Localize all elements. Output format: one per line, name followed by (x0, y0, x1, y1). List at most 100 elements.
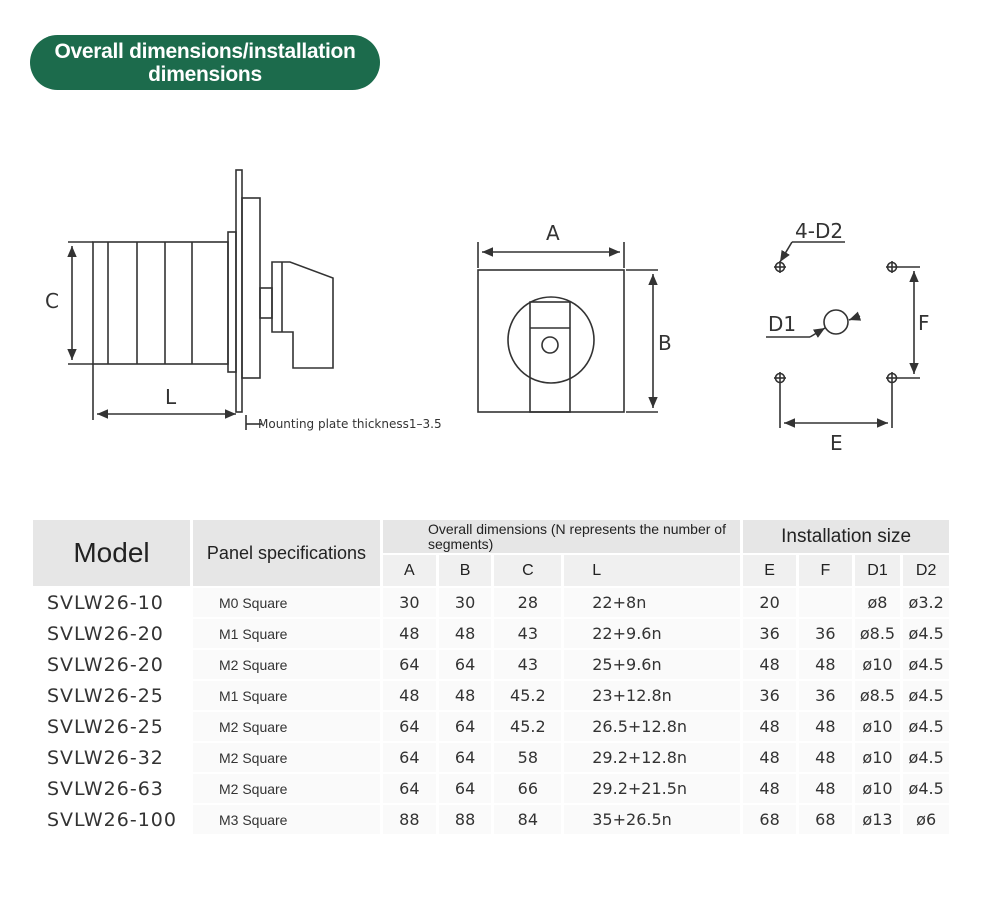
cell-c: 43 (494, 619, 562, 648)
dim-label-4-d2: 4-D2 (795, 219, 843, 243)
cell-l: 26.5+12.8n (564, 712, 741, 741)
col-header-b: B (438, 555, 492, 586)
cell-d2: ø4.5 (903, 712, 949, 741)
table-row: SVLW26-25 M1 Square 48 48 45.2 23+12.8n … (33, 681, 949, 710)
cell-f: 48 (798, 743, 852, 772)
cell-a: 64 (382, 774, 436, 803)
cell-e: 48 (743, 743, 796, 772)
dim-label-l: L (165, 385, 177, 409)
cell-panel: M1 Square (192, 619, 380, 648)
dim-label-a: A (546, 221, 560, 245)
cell-panel: M2 Square (192, 650, 380, 679)
cell-e: 20 (743, 588, 796, 617)
dimensions-table: Model Panel specifications Overall dimen… (30, 518, 952, 836)
cell-l: 35+26.5n (564, 805, 741, 834)
cell-model: SVLW26-100 (33, 805, 190, 834)
cell-d1: ø8 (854, 588, 901, 617)
cell-panel: M3 Square (192, 805, 380, 834)
cell-b: 64 (438, 650, 492, 679)
cell-c: 45.2 (494, 712, 562, 741)
cell-f: 48 (798, 774, 852, 803)
cell-l: 22+9.6n (564, 619, 741, 648)
cell-f: 68 (798, 805, 852, 834)
col-header-d2: D2 (903, 555, 949, 586)
cell-f (798, 588, 852, 617)
dim-label-c: C (45, 289, 59, 313)
cell-model: SVLW26-25 (33, 681, 190, 710)
dim-label-f: F (918, 311, 930, 335)
cell-c: 58 (494, 743, 562, 772)
cell-f: 36 (798, 681, 852, 710)
cell-f: 36 (798, 619, 852, 648)
cell-d1: ø13 (854, 805, 901, 834)
cell-b: 64 (438, 712, 492, 741)
cell-d1: ø10 (854, 743, 901, 772)
cell-d2: ø3.2 (903, 588, 949, 617)
header-overall-dimensions: Overall dimensions (N represents the num… (382, 520, 741, 553)
cell-panel: M2 Square (192, 774, 380, 803)
cell-e: 48 (743, 712, 796, 741)
cell-model: SVLW26-25 (33, 712, 190, 741)
cell-l: 22+8n (564, 588, 741, 617)
cell-d1: ø10 (854, 650, 901, 679)
cell-d1: ø8.5 (854, 681, 901, 710)
front-view-drawing (477, 242, 658, 413)
cell-d1: ø10 (854, 774, 901, 803)
cell-c: 28 (494, 588, 562, 617)
dim-label-e: E (830, 431, 843, 455)
cell-model: SVLW26-32 (33, 743, 190, 772)
cell-a: 48 (382, 619, 436, 648)
cell-d2: ø4.5 (903, 774, 949, 803)
cell-f: 48 (798, 712, 852, 741)
cell-e: 48 (743, 774, 796, 803)
cell-a: 64 (382, 712, 436, 741)
cell-a: 64 (382, 650, 436, 679)
table-row: SVLW26-20 M2 Square 64 64 43 25+9.6n 48 … (33, 650, 949, 679)
cell-model: SVLW26-10 (33, 588, 190, 617)
cell-d2: ø4.5 (903, 743, 949, 772)
cell-d2: ø4.5 (903, 619, 949, 648)
cell-panel: M2 Square (192, 743, 380, 772)
cell-b: 88 (438, 805, 492, 834)
cell-l: 25+9.6n (564, 650, 741, 679)
cell-e: 36 (743, 681, 796, 710)
cell-b: 64 (438, 774, 492, 803)
table-row: SVLW26-20 M1 Square 48 48 43 22+9.6n 36 … (33, 619, 949, 648)
table-row: SVLW26-32 M2 Square 64 64 58 29.2+12.8n … (33, 743, 949, 772)
header-model: Model (33, 520, 190, 586)
cell-b: 48 (438, 619, 492, 648)
cell-a: 88 (382, 805, 436, 834)
table-row: SVLW26-25 M2 Square 64 64 45.2 26.5+12.8… (33, 712, 949, 741)
cell-panel: M1 Square (192, 681, 380, 710)
table-row: SVLW26-100 M3 Square 88 88 84 35+26.5n 6… (33, 805, 949, 834)
cell-e: 48 (743, 650, 796, 679)
cell-l: 29.2+21.5n (564, 774, 741, 803)
cell-model: SVLW26-63 (33, 774, 190, 803)
cell-c: 45.2 (494, 681, 562, 710)
cell-e: 68 (743, 805, 796, 834)
cell-f: 48 (798, 650, 852, 679)
cell-d1: ø10 (854, 712, 901, 741)
cell-model: SVLW26-20 (33, 619, 190, 648)
cell-l: 23+12.8n (564, 681, 741, 710)
cell-c: 66 (494, 774, 562, 803)
cell-a: 30 (382, 588, 436, 617)
header-installation-size: Installation size (743, 520, 949, 553)
cell-l: 29.2+12.8n (564, 743, 741, 772)
header-panel: Panel specifications (192, 520, 380, 586)
col-header-d1: D1 (854, 555, 901, 586)
table-row: SVLW26-10 M0 Square 30 30 28 22+8n 20 ø8… (33, 588, 949, 617)
cell-d2: ø6 (903, 805, 949, 834)
col-header-e: E (743, 555, 796, 586)
cell-panel: M2 Square (192, 712, 380, 741)
side-view-drawing (67, 169, 334, 430)
cell-panel: M0 Square (192, 588, 380, 617)
col-header-c: C (494, 555, 562, 586)
col-header-l: L (564, 555, 741, 586)
section-title-banner: Overall dimensions/installation dimensio… (30, 35, 380, 90)
cell-b: 48 (438, 681, 492, 710)
cell-d2: ø4.5 (903, 681, 949, 710)
col-header-f: F (798, 555, 852, 586)
cell-b: 30 (438, 588, 492, 617)
cell-c: 84 (494, 805, 562, 834)
